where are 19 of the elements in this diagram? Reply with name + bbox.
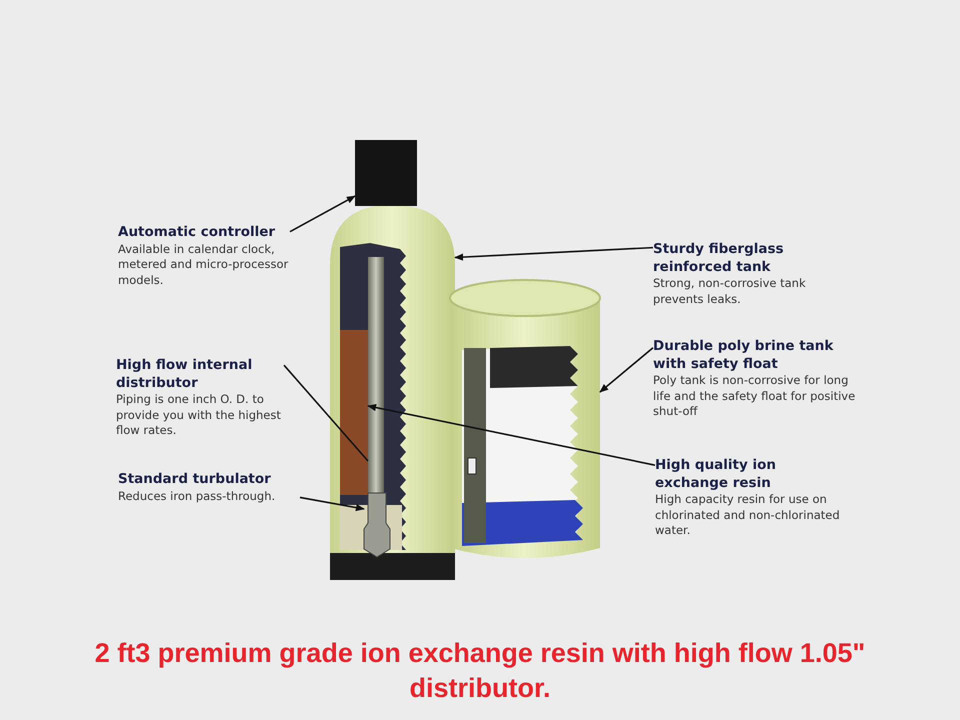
leader-line — [367, 404, 656, 466]
caption: 2 ft3 premium grade ion exchange resin with high flow 1.05" distributor. — [94, 637, 866, 706]
callout-heading: Durable poly brine tank with safety float — [653, 338, 834, 374]
callout-heading: Automatic controller — [118, 224, 276, 242]
callout-heading: High quality ion exchange resin — [655, 457, 778, 492]
callout-heading: High flow internal distributor — [116, 357, 254, 392]
leader-line — [283, 364, 369, 462]
callout-description: Reduces iron pass-through. — [118, 488, 276, 504]
leader-line — [599, 347, 654, 393]
callout-description: Poly tank is non-corrosive for long life and the safety float for positive shut-off — [653, 373, 856, 420]
leader-line — [300, 496, 365, 512]
callout-description: High capacity resin for use on chlorinated and non-chlorinated water. — [655, 492, 841, 539]
callout-heading: Sturdy fiberglass reinforced tank — [653, 241, 785, 276]
leader-line — [290, 195, 356, 232]
callout-description: Available in calendar clock, metered and micro-processor models. — [118, 242, 290, 288]
callout-description: Strong, non-corrosive tank prevents leaks. — [653, 276, 807, 308]
callout-description: Piping is one inch O. D. to provide you with the highest flow rates. — [116, 392, 282, 439]
leader-line — [454, 246, 654, 261]
callout-heading: Standard turbulator — [118, 471, 272, 489]
